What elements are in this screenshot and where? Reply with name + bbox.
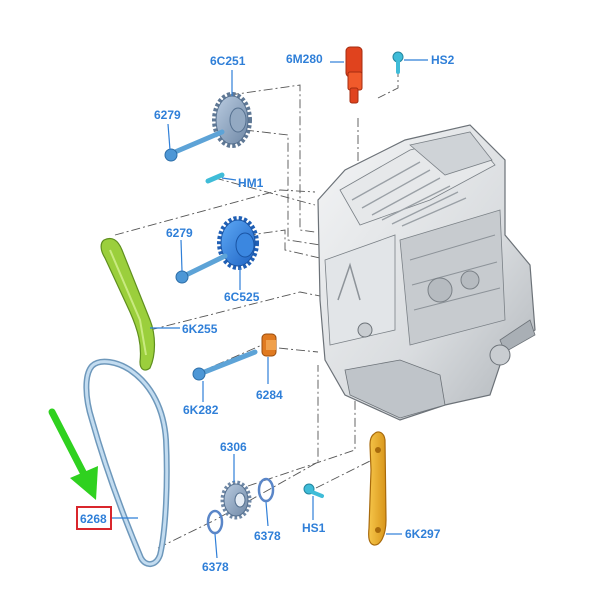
- label-6K255: 6K255: [182, 322, 218, 336]
- ring-6378-right: [257, 477, 275, 503]
- part-labels: 6C251 6M280 HS2 6279 HM1 6279 6C525 6K25…: [80, 52, 455, 574]
- label-6306: 6306: [220, 440, 247, 454]
- label-HS2: HS2: [431, 53, 455, 67]
- label-6378-right: 6378: [254, 529, 281, 543]
- label-6K297: 6K297: [405, 527, 441, 541]
- ring-6378-left: [206, 509, 224, 535]
- pointer-arrow: [48, 408, 98, 500]
- tensioner-6284: [261, 333, 277, 357]
- label-6268: 6268: [80, 512, 107, 526]
- screw-HS2: [392, 51, 404, 74]
- guide-6K255: [100, 237, 156, 371]
- sprocket-6306: [220, 480, 252, 520]
- sprocket-6C525: [217, 216, 259, 270]
- pin-HM1: [205, 172, 225, 184]
- guide-6K297: [368, 431, 387, 546]
- sprocket-6C251: [212, 92, 252, 148]
- label-HM1: HM1: [238, 176, 264, 190]
- bolt-6279-upper: [164, 129, 225, 162]
- bolt-6279-lower: [175, 253, 228, 284]
- label-HS1: HS1: [302, 521, 326, 535]
- sensor-6M280: [345, 46, 363, 104]
- label-6M280: 6M280: [286, 52, 323, 66]
- engine-block: [317, 124, 536, 421]
- screw-HS1: [303, 483, 324, 498]
- label-6284: 6284: [256, 388, 283, 402]
- leader-lines: [112, 59, 428, 559]
- label-6279-upper: 6279: [154, 108, 181, 122]
- label-6C525: 6C525: [224, 290, 260, 304]
- highlight-box: [76, 506, 112, 530]
- label-6279-lower: 6279: [166, 226, 193, 240]
- label-6C251: 6C251: [210, 54, 246, 68]
- label-6K282: 6K282: [183, 403, 219, 417]
- bolt-6K282: [192, 349, 258, 381]
- timing-chain-6268: [83, 358, 170, 567]
- label-6378-left: 6378: [202, 560, 229, 574]
